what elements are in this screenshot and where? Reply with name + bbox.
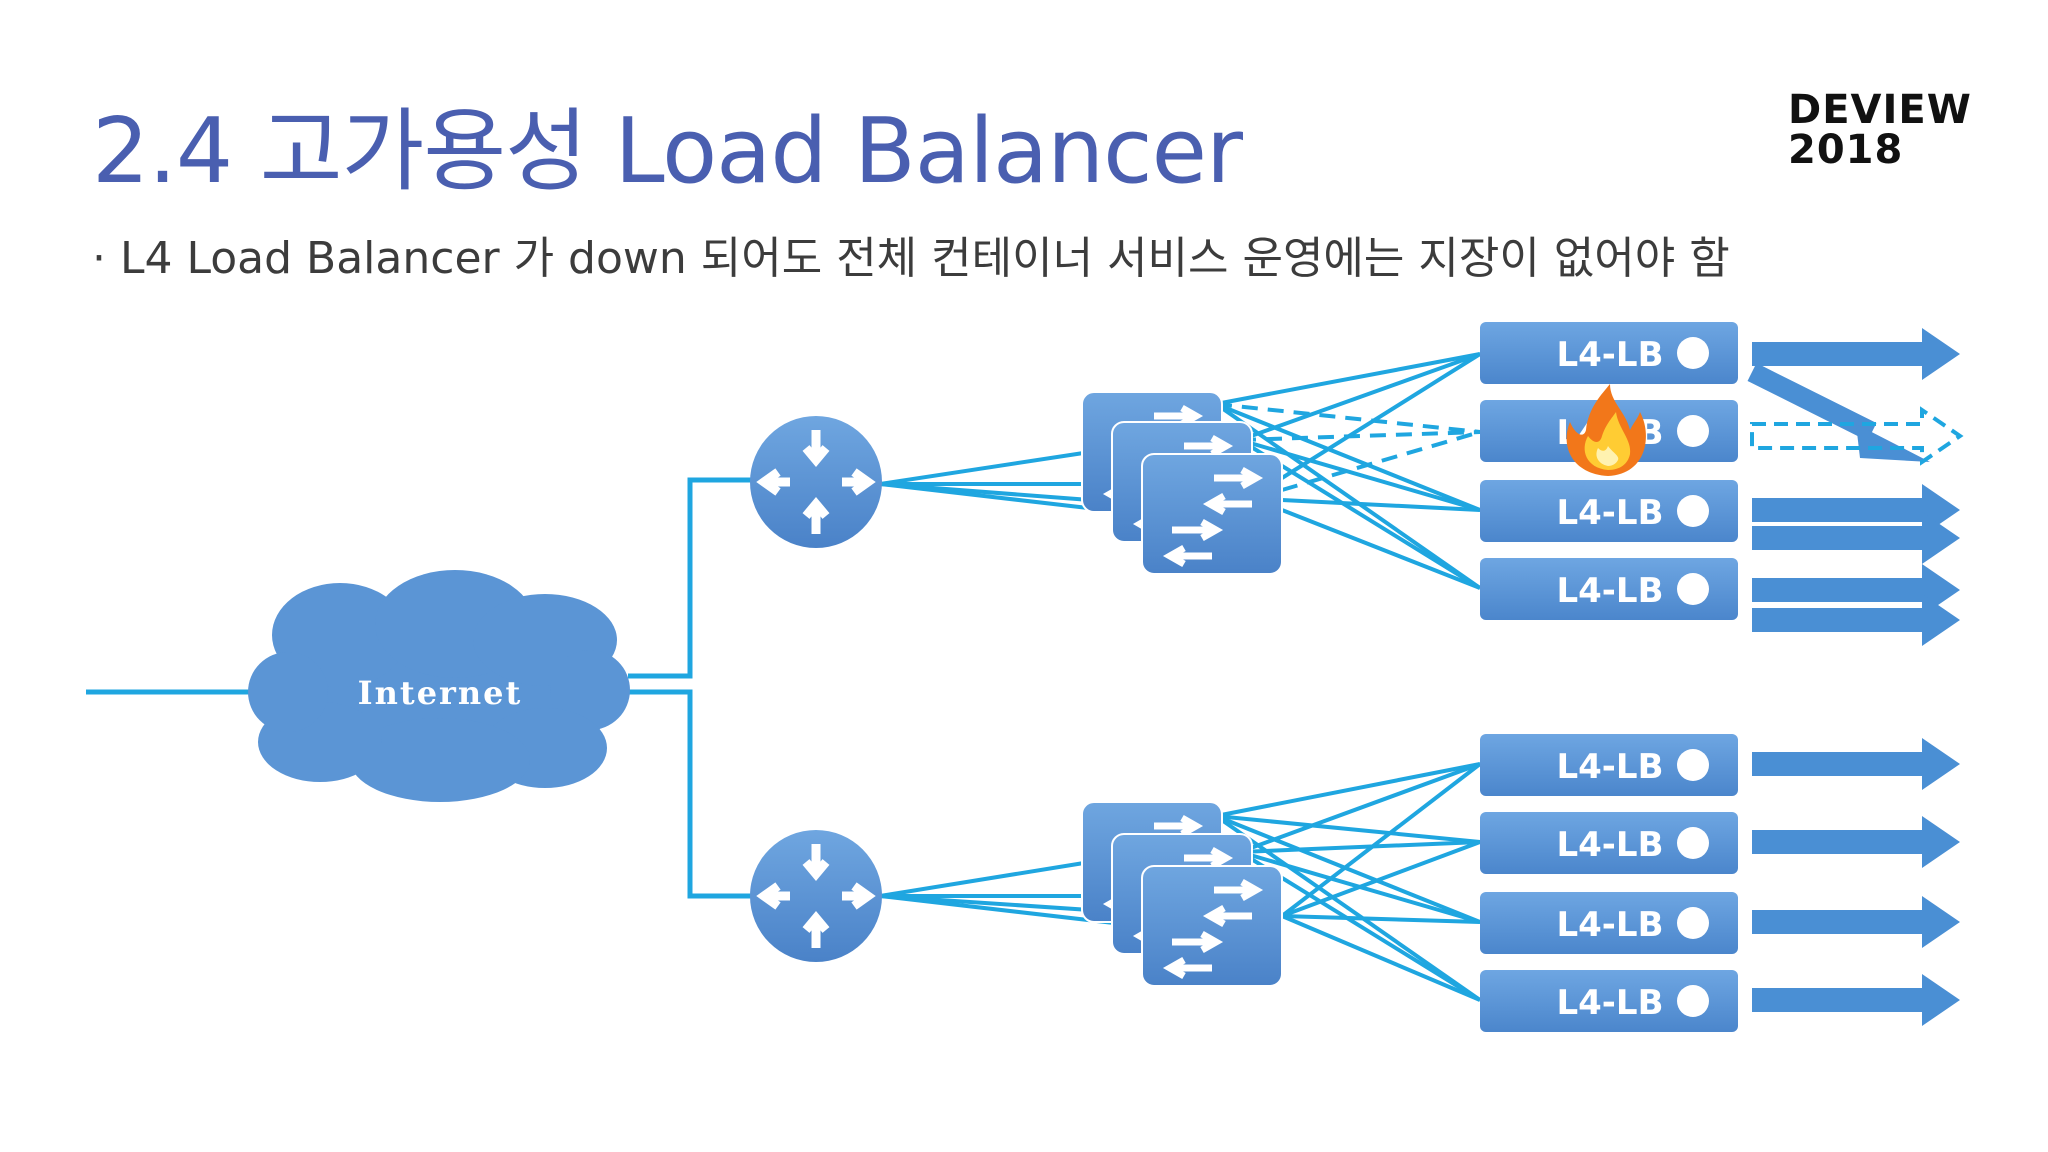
lb-label: L4-LB — [1556, 825, 1663, 865]
bullet-marker: · — [92, 233, 106, 284]
switch-icon — [1142, 454, 1282, 574]
switch-lb-mesh-bottom — [1214, 762, 1482, 1002]
load-balancer: L4-LB — [1480, 558, 1738, 620]
logo-line-2: 2018 — [1788, 127, 1904, 173]
slide-title: 2.4 고가용성 Load Balancer — [92, 99, 1243, 204]
fire-icon — [1566, 384, 1646, 476]
load-balancer: L4-LB — [1480, 812, 1738, 874]
load-balancer: L4-LB — [1480, 480, 1738, 542]
internet-cloud: Internet — [248, 570, 630, 802]
lb-label: L4-LB — [1556, 571, 1663, 611]
lb-label: L4-LB — [1556, 493, 1663, 533]
traffic-arrow — [1752, 328, 1960, 380]
load-balancer: L4-LB — [1480, 322, 1738, 384]
router-icon — [750, 416, 882, 548]
traffic-arrow — [1752, 738, 1960, 790]
bullet-point: · L4 Load Balancer 가 down 되어도 전체 컨테이너 서비스… — [92, 222, 1730, 286]
router-switch-links — [879, 450, 1141, 928]
load-balancer: L4-LB — [1480, 970, 1738, 1032]
load-balancer-failed: L4-LB — [1480, 384, 1738, 476]
uplink-lines — [86, 477, 752, 899]
logo-line-1: DEVIEW — [1788, 87, 1972, 133]
load-balancer: L4-LB — [1480, 734, 1738, 796]
load-balancer: L4-LB — [1480, 892, 1738, 954]
lb-label: L4-LB — [1556, 905, 1663, 945]
switch-lb-mesh-top — [1214, 352, 1482, 590]
deview-logo: DEVIEW 2018 — [1788, 90, 1972, 170]
internet-label: Internet — [358, 674, 523, 712]
failed-links — [1215, 402, 1481, 492]
traffic-arrow — [1752, 816, 1960, 868]
lb-label: L4-LB — [1556, 335, 1663, 375]
lb-label: L4-LB — [1556, 983, 1663, 1023]
switch-icon — [1142, 866, 1282, 986]
router-icon — [750, 830, 882, 962]
failed-traffic-arrow — [1750, 406, 1964, 466]
bullet-text: L4 Load Balancer 가 down 되어도 전체 컨테이너 서비스 … — [120, 233, 1730, 284]
traffic-arrow — [1752, 896, 1960, 948]
traffic-arrow — [1752, 974, 1960, 1026]
lb-label: L4-LB — [1556, 747, 1663, 787]
